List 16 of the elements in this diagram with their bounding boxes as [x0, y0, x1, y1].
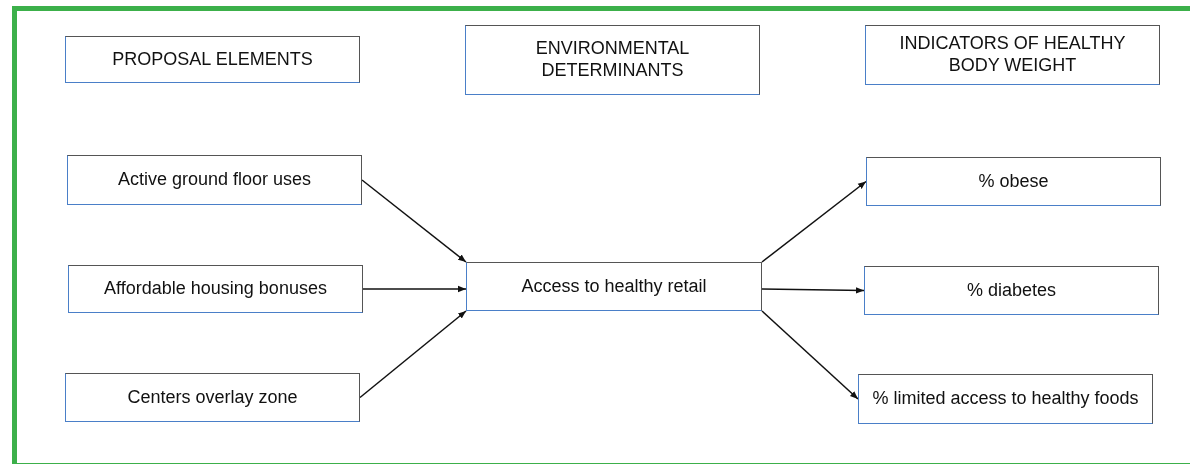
- process-box: % diabetes: [864, 266, 1159, 315]
- arrow: [761, 287, 865, 294]
- process-box: Affordable housing bonuses: [68, 265, 363, 313]
- arrow: [362, 285, 467, 293]
- arrow: [761, 180, 867, 263]
- process-box: Active ground floor uses: [67, 155, 362, 205]
- process-box: % limited access to healthy foods: [858, 374, 1153, 424]
- process-box: Access to healthy retail: [466, 262, 762, 311]
- arrow: [361, 179, 467, 263]
- column-heading-box: PROPOSAL ELEMENTS: [65, 36, 360, 83]
- arrow: [761, 310, 859, 400]
- process-box: Centers overlay zone: [65, 373, 360, 422]
- process-box: % obese: [866, 157, 1161, 206]
- column-heading-box: ENVIRONMENTAL DETERMINANTS: [465, 25, 760, 95]
- column-heading-box: INDICATORS OF HEALTHY BODY WEIGHT: [865, 25, 1160, 85]
- arrow: [359, 310, 467, 399]
